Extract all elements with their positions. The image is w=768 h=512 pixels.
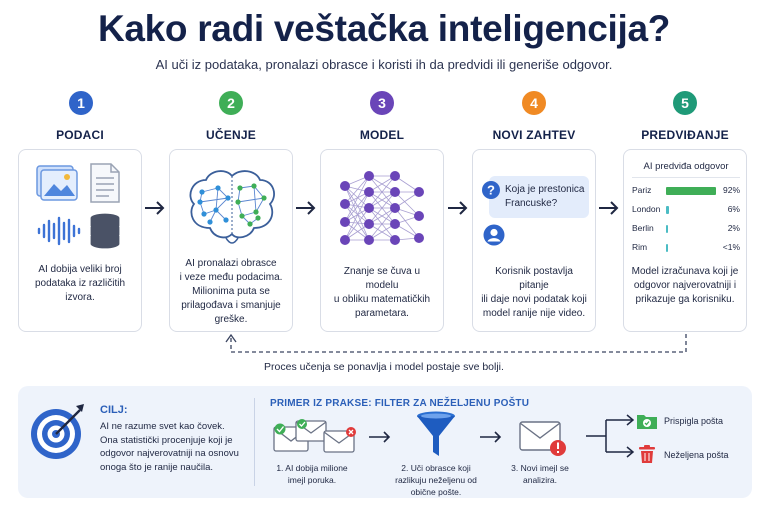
email-alert-icon	[519, 421, 566, 456]
prediction-row: Rim <1%	[632, 242, 740, 254]
question-bubble	[489, 176, 589, 218]
trash-icon	[639, 445, 655, 463]
inbox-folder-icon	[637, 415, 657, 429]
step-2-number: 2	[219, 91, 243, 115]
step-1-text: AI dobija veliki broj podataka iz različ…	[34, 264, 126, 303]
example-caption-3: 3. Novi imejl se analizira.	[511, 463, 569, 485]
prediction-bar	[666, 206, 670, 214]
example-caption-2: 2. Uči obrasce koji razlikuju neželjenu …	[395, 463, 477, 497]
feedback-loop-arrow	[225, 333, 687, 353]
step-5-card: AI predviđa odgovor Model izračunava koj…	[623, 149, 747, 332]
step-1-number: 1	[69, 91, 93, 115]
step-5-number: 5	[673, 91, 697, 115]
neural-network-icon	[340, 171, 424, 245]
inbox-label: Prispigla pošta	[664, 416, 724, 426]
prediction-label: Pariz	[632, 185, 652, 195]
prediction-row: London 6%	[632, 204, 740, 216]
question-icon: ?	[482, 181, 500, 199]
spam-label: Neželjena pošta	[664, 450, 729, 460]
step-3-title: MODEL	[359, 128, 405, 142]
prediction-percent: 92%	[722, 185, 740, 195]
question-text: Koja je prestonica Francuske?	[505, 184, 585, 209]
image-icon	[36, 165, 78, 201]
prediction-bar	[666, 187, 716, 195]
prediction-label: Berlin	[632, 223, 654, 233]
emails-icon	[273, 419, 356, 453]
svg-text:?: ?	[487, 183, 495, 198]
step-5-text: Model izračunava koji je odgovor najvero…	[631, 266, 739, 305]
user-avatar-icon	[483, 224, 505, 246]
prediction-bar	[666, 244, 668, 252]
step-2-title: UČENJE	[206, 128, 256, 142]
prediction-row: Berlin 2%	[632, 223, 740, 235]
document-icon	[90, 163, 120, 203]
audio-waveform-icon	[37, 216, 81, 246]
database-icon	[89, 212, 121, 250]
step-4-number: 4	[522, 91, 546, 115]
arrow-right-icon	[480, 431, 502, 443]
step-3-number: 3	[370, 91, 394, 115]
prediction-percent: 6%	[727, 204, 740, 214]
brain-icon	[189, 170, 275, 244]
prediction-label: London	[632, 204, 661, 214]
step-1-title: PODACI	[56, 128, 104, 142]
step-5-title: PREDVIĐANJE	[641, 128, 729, 142]
step-4-text: Korisnik postavlja pitanje ili daje novi…	[481, 266, 587, 319]
prediction-divider	[632, 177, 740, 178]
page-subtitle: AI uči iz podataka, pronalazi obrasce i …	[155, 57, 613, 72]
data-sources-illustration	[36, 163, 121, 250]
arrow-right-icon	[448, 201, 468, 215]
panel-divider	[254, 398, 255, 486]
arrow-right-icon	[369, 431, 391, 443]
example-title: PRIMER IZ PRAKSE: FILTER ZA NEŽELJENU PO…	[270, 398, 530, 409]
arrow-right-icon	[599, 201, 619, 215]
step-3-card: Znanje se čuva u modelu u obliku matemat…	[320, 149, 444, 332]
prediction-row: Pariz 92%	[632, 185, 740, 197]
step-4-title: NOVI ZAHTEV	[492, 128, 576, 142]
step-1-card: AI dobija veliki broj podataka iz različ…	[18, 149, 142, 332]
arrow-right-icon	[296, 201, 316, 215]
goal-title: CILJ:	[100, 404, 128, 416]
step-2-card: AI pronalazi obrasce i veze među podacim…	[169, 149, 293, 332]
prediction-title: AI predviđa odgovor	[643, 161, 729, 172]
prediction-label: Rim	[632, 242, 648, 252]
arrow-right-icon	[145, 201, 165, 215]
branch-arrows	[586, 414, 635, 458]
page-title: Kako radi veštačka inteligencija?	[97, 8, 671, 49]
step-2-text: AI pronalazi obrasce i veze među podacim…	[179, 258, 283, 325]
goal-text: AI ne razume svet kao čovek. Ona statist…	[100, 421, 239, 473]
step-4-card: ? Koja je prestonica Francuske? Korisnik…	[472, 149, 596, 332]
prediction-percent: 2%	[727, 223, 740, 233]
step-3-text: Znanje se čuva u modelu u obliku matemat…	[333, 266, 431, 319]
funnel-icon	[417, 411, 455, 456]
prediction-bar	[666, 225, 668, 233]
target-icon	[31, 404, 84, 459]
loop-label: Proces učenja se ponavlja i model postaj…	[264, 361, 504, 373]
example-caption-1: 1. AI dobija milione imejl poruka.	[276, 463, 348, 485]
prediction-percent: <1%	[722, 242, 740, 252]
